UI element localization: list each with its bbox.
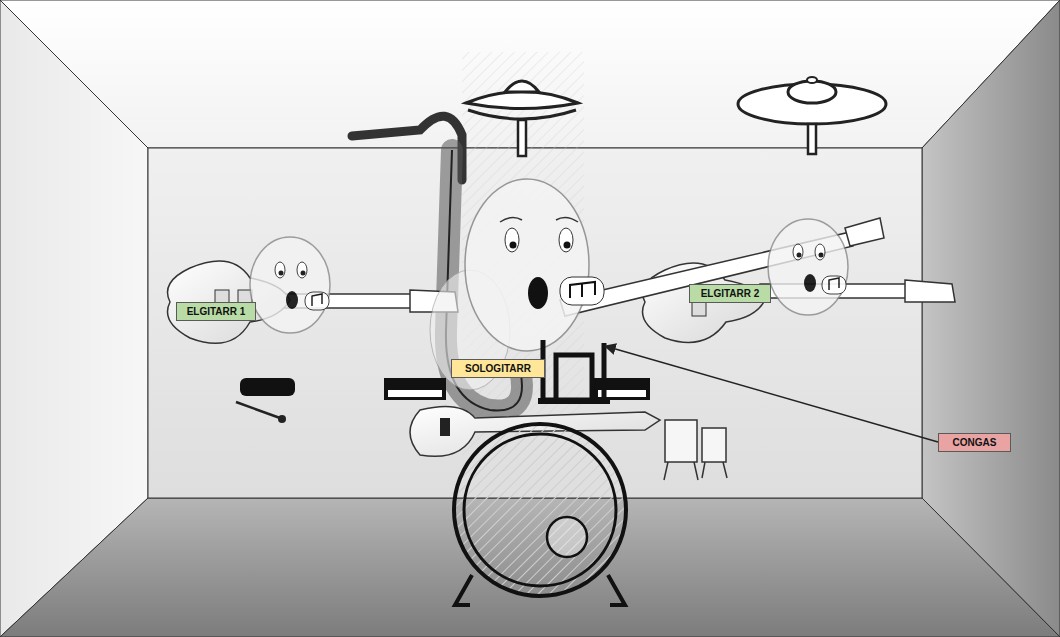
mallet-head xyxy=(278,415,286,423)
label-text: ELGITARR 1 xyxy=(184,306,249,318)
instrument-label: SOLOGITARR xyxy=(451,359,545,378)
drum-stand xyxy=(543,340,604,400)
drum-rim xyxy=(454,424,626,596)
leader-arrow xyxy=(605,346,938,442)
cymbal-stand xyxy=(518,120,526,156)
drum-legs xyxy=(455,575,625,605)
drum-port xyxy=(547,517,587,557)
cymbal-bell xyxy=(505,81,539,92)
pupil xyxy=(797,253,802,258)
woodblock-body xyxy=(240,378,295,396)
singer-face xyxy=(430,179,604,390)
cymbal-bottom xyxy=(468,110,576,119)
woodblock xyxy=(236,378,295,423)
pupil xyxy=(510,242,517,249)
music-note xyxy=(312,294,322,306)
keys xyxy=(388,390,442,397)
pupil xyxy=(301,271,306,276)
cymbal-nut xyxy=(807,77,817,83)
solo-guitar-neck xyxy=(560,218,884,316)
music-note xyxy=(570,282,595,298)
guitar-headstock xyxy=(845,218,884,246)
mouth xyxy=(804,274,816,292)
drum-head xyxy=(464,434,616,586)
eyebrows xyxy=(500,217,578,222)
eye xyxy=(505,228,519,252)
stand-bar xyxy=(538,398,610,404)
mallet xyxy=(236,402,280,418)
mouth xyxy=(528,277,548,309)
label-text: ELGITARR 2 xyxy=(698,288,763,300)
label-text: CONGAS xyxy=(950,437,1000,449)
mouth xyxy=(286,291,298,309)
tom-legs xyxy=(664,462,727,480)
face xyxy=(250,237,330,333)
ride-cymbal xyxy=(738,77,886,154)
pickup xyxy=(440,418,450,436)
eye xyxy=(559,228,573,252)
bass-drum xyxy=(454,424,626,605)
instrument-label: CONGAS xyxy=(938,433,1011,452)
music-note xyxy=(829,278,839,290)
face xyxy=(768,219,848,315)
label-text: SOLOGITARR xyxy=(462,363,534,375)
note-bubble xyxy=(305,292,329,310)
face xyxy=(465,179,589,351)
tom xyxy=(702,428,726,462)
guitar-headstock xyxy=(905,280,955,302)
guitarist-face xyxy=(250,237,330,333)
pupil xyxy=(279,271,284,276)
instrument-label: ELGITARR 1 xyxy=(176,302,256,321)
hihat-cymbal xyxy=(466,81,578,156)
eye xyxy=(275,262,285,278)
instrument-label: ELGITARR 2 xyxy=(689,284,771,303)
cymbal-bell xyxy=(788,81,836,103)
keyboard-body xyxy=(384,378,446,400)
eye xyxy=(793,244,803,260)
guitarist-face xyxy=(768,219,848,315)
cymbal-stand xyxy=(808,124,816,154)
cymbal-top xyxy=(466,92,578,109)
toms xyxy=(664,420,727,480)
tom xyxy=(665,420,697,462)
pupil xyxy=(819,253,824,258)
keyboard xyxy=(384,378,650,400)
note-bubble xyxy=(822,276,846,294)
eye xyxy=(297,262,307,278)
pupil xyxy=(564,242,571,249)
note-bubble xyxy=(560,277,604,305)
eye xyxy=(815,244,825,260)
